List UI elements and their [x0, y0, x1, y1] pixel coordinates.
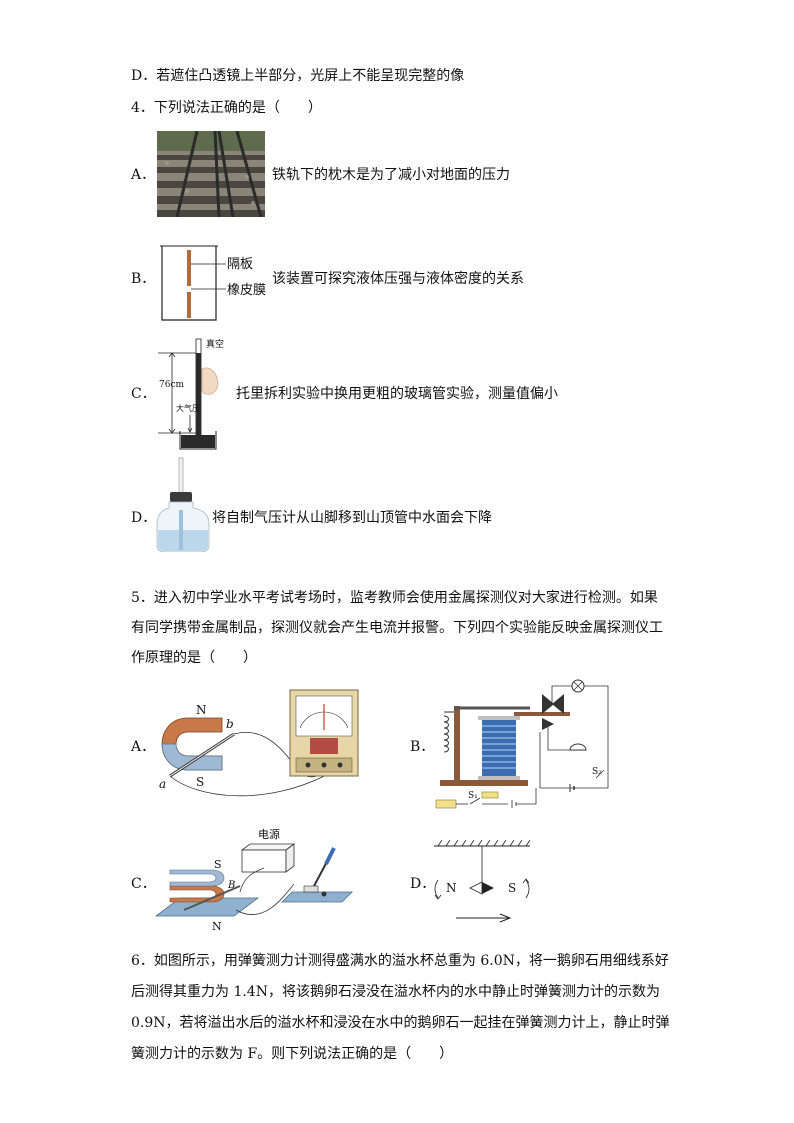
q4-option-a-letter: A． [131, 167, 156, 183]
q4-option-d-letter: D． [131, 510, 157, 526]
q5-stem-line-1: 5．进入初中学业水平考试考场时，监考教师会使用金属探测仪对大家进行检测。如果 [131, 590, 658, 606]
q5-option-b-letter: B． [410, 739, 435, 755]
height-label: 76cm [159, 380, 184, 390]
q4-option-b-letter: B． [131, 271, 156, 287]
south-pole-label: S [196, 775, 204, 789]
rod-b-label: B [227, 880, 235, 891]
torricelli-experiment-diagram: 76cm 真空 大气压 [158, 338, 224, 450]
partition-container-diagram: 隔板 橡皮膜 [160, 245, 266, 321]
c-north-pole-label: N [212, 920, 222, 932]
q4-option-c-text: 托里拆利实验中换用更粗的玻璃管实验，测量值偏小 [236, 386, 558, 402]
q4-option-d-text: 将自制气压计从山脚移到山顶管中水面会下降 [212, 510, 492, 526]
electromagnetic-relay-diagram: S₂ S₁ [435, 679, 609, 809]
q5-stem-line-3: 作原理的是（ ） [131, 650, 257, 666]
compass-needle-diagram: N S [434, 839, 531, 923]
north-pole-label: N [196, 703, 207, 717]
needle-north-label: N [446, 881, 457, 895]
q4-stem: 4．下列说法正确的是（ ） [131, 100, 322, 116]
needle-south-label: S [508, 881, 516, 895]
switch-s1-label: S₁ [468, 791, 478, 801]
q5-option-a-letter: A． [131, 739, 156, 755]
end-b-label: b [226, 717, 234, 731]
q4-option-a-text: 铁轨下的枕木是为了减小对地面的压力 [272, 167, 510, 183]
power-source-label: 电源 [258, 827, 280, 841]
q5-stem-line-2: 有同学携带金属制品，探测仪就会产生电流并报警。下列四个实验能反映金属探测仪工 [131, 620, 663, 636]
homemade-barometer-jar [156, 457, 210, 552]
q5-option-d-letter: D． [410, 876, 436, 892]
motor-principle-diagram: 电源 S N B [154, 827, 353, 932]
q6-stem-line-3: 0.9N，若将溢出水后的溢水杯和浸没在水中的鹅卵石一起挂在弹簧测力计上，静止时弹 [131, 1015, 670, 1031]
railway-track-photo [157, 131, 265, 217]
electromagnetic-induction-diagram: N S a b [159, 689, 359, 797]
vacuum-label: 真空 [206, 338, 224, 350]
q6-stem-line-1: 6．如图所示，用弹簧测力计测得盛满水的溢水杯总重为 6.0N，将一鹅卵石用细线系… [131, 953, 669, 969]
rubber-membrane-label: 橡皮膜 [227, 283, 266, 298]
air-pressure-label: 大气压 [176, 403, 200, 413]
end-a-label: a [159, 777, 166, 791]
q5-option-c-letter: C． [131, 876, 156, 892]
q6-stem-line-4: 簧测力计的示数为 F。则下列说法正确的是（ ） [131, 1046, 454, 1062]
q3-option-d: D．若遮住凸透镜上半部分，光屏上不能呈现完整的像 [131, 68, 465, 84]
partition-label: 隔板 [227, 257, 253, 272]
q4-option-c-letter: C． [131, 386, 156, 402]
q6-stem-line-2: 后测得其重力为 1.4N，将该鹅卵石浸没在溢水杯内的水中静止时弹簧测力计的示数为 [131, 984, 660, 1000]
c-south-pole-label: S [214, 858, 222, 871]
switch-s2-label: S₂ [592, 767, 602, 777]
q4-option-b-text: 该装置可探究液体压强与液体密度的关系 [272, 271, 524, 287]
